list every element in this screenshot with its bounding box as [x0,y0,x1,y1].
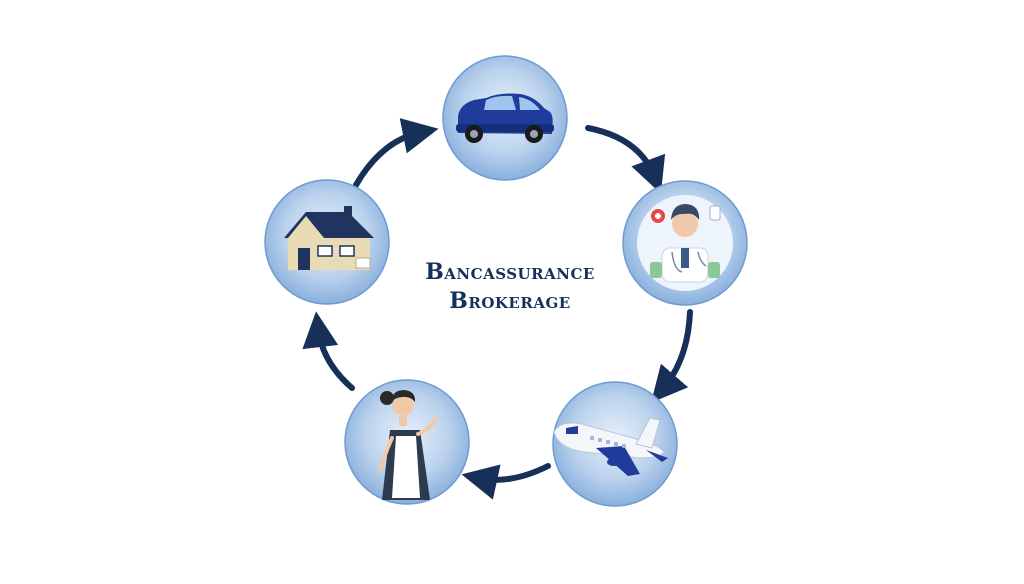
node-car [442,55,568,181]
maid-icon [378,390,438,500]
arrow-health-to-travel [651,309,693,403]
flow-arrows [302,118,693,500]
title-line-1: Bancassurance [425,259,595,285]
node-home [264,179,390,305]
title-line-2: Brokerage [449,288,571,314]
diagram-title: Bancassurance Brokerage [388,258,632,316]
arrow-maid-to-home [302,311,355,391]
node-health [622,180,748,306]
airplane-icon [553,417,668,476]
doctor-icon [637,195,733,291]
node-travel [552,381,678,507]
house-icon [284,206,374,270]
arrow-home-to-car [353,118,439,188]
car-icon [456,93,554,143]
node-domestic-help [344,379,470,505]
arrow-travel-to-maid [461,463,551,500]
arrow-car-to-health [585,125,666,194]
